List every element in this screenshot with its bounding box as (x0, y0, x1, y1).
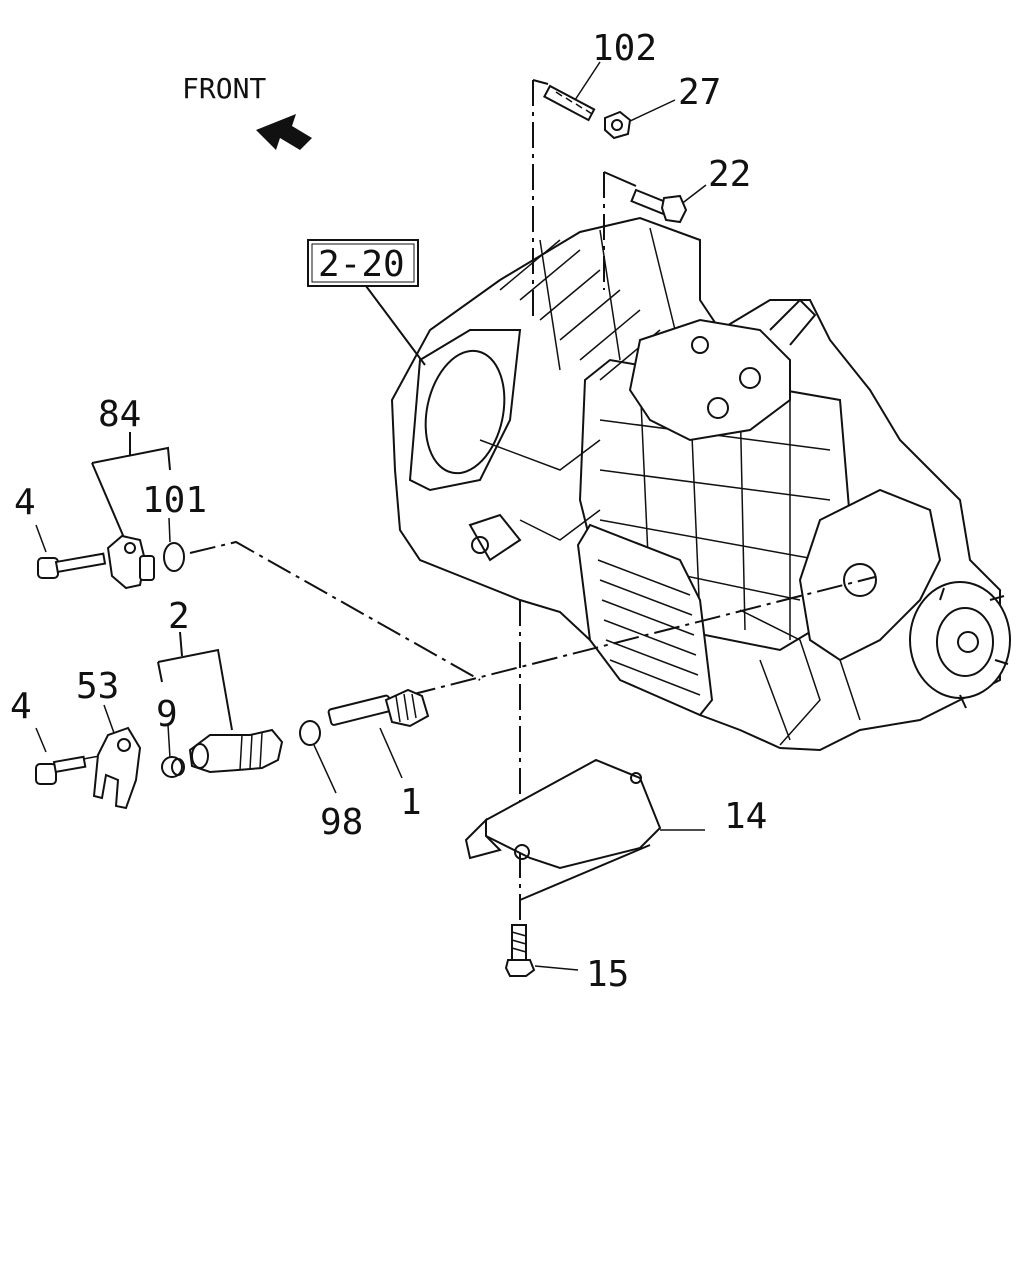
callout-1: 1 (400, 782, 422, 823)
o-ring-98 (299, 720, 321, 746)
sleeve-84 (106, 534, 155, 590)
callout-84: 84 (98, 394, 141, 435)
sleeve-assembly-2 (188, 728, 284, 774)
bolt-15 (504, 924, 536, 977)
callout-4-upper: 4 (14, 482, 36, 523)
reference-box[interactable]: 2-20 (307, 239, 419, 287)
front-label: FRONT (182, 72, 266, 105)
bolt-4-upper (37, 552, 107, 579)
callout-101: 101 (142, 480, 207, 521)
o-ring-101 (163, 542, 185, 572)
bolt-4-lower (35, 755, 87, 785)
transmission-assembly (390, 216, 1011, 752)
callout-53: 53 (76, 666, 119, 707)
callout-27: 27 (678, 72, 721, 113)
nut-27 (604, 110, 632, 140)
callout-14: 14 (724, 796, 767, 837)
callout-labels: 102 27 22 84 101 4 2 53 9 4 98 1 14 15 (10, 28, 767, 995)
plate-53 (92, 726, 142, 810)
callout-102: 102 (592, 28, 657, 69)
callout-22: 22 (708, 154, 751, 195)
reference-box-label: 2-20 (318, 244, 405, 285)
front-arrow-icon (256, 114, 312, 150)
stud-102 (543, 84, 596, 122)
driven-gear-1 (327, 688, 430, 728)
callout-4-lower: 4 (10, 686, 32, 727)
bolt-22 (630, 188, 688, 224)
callout-2: 2 (168, 596, 190, 637)
callout-9: 9 (156, 694, 178, 735)
cover-14 (464, 758, 662, 870)
callout-98: 98 (320, 802, 363, 843)
callout-15: 15 (586, 954, 629, 995)
leader-lines (35, 61, 876, 971)
seal-9 (161, 756, 185, 778)
